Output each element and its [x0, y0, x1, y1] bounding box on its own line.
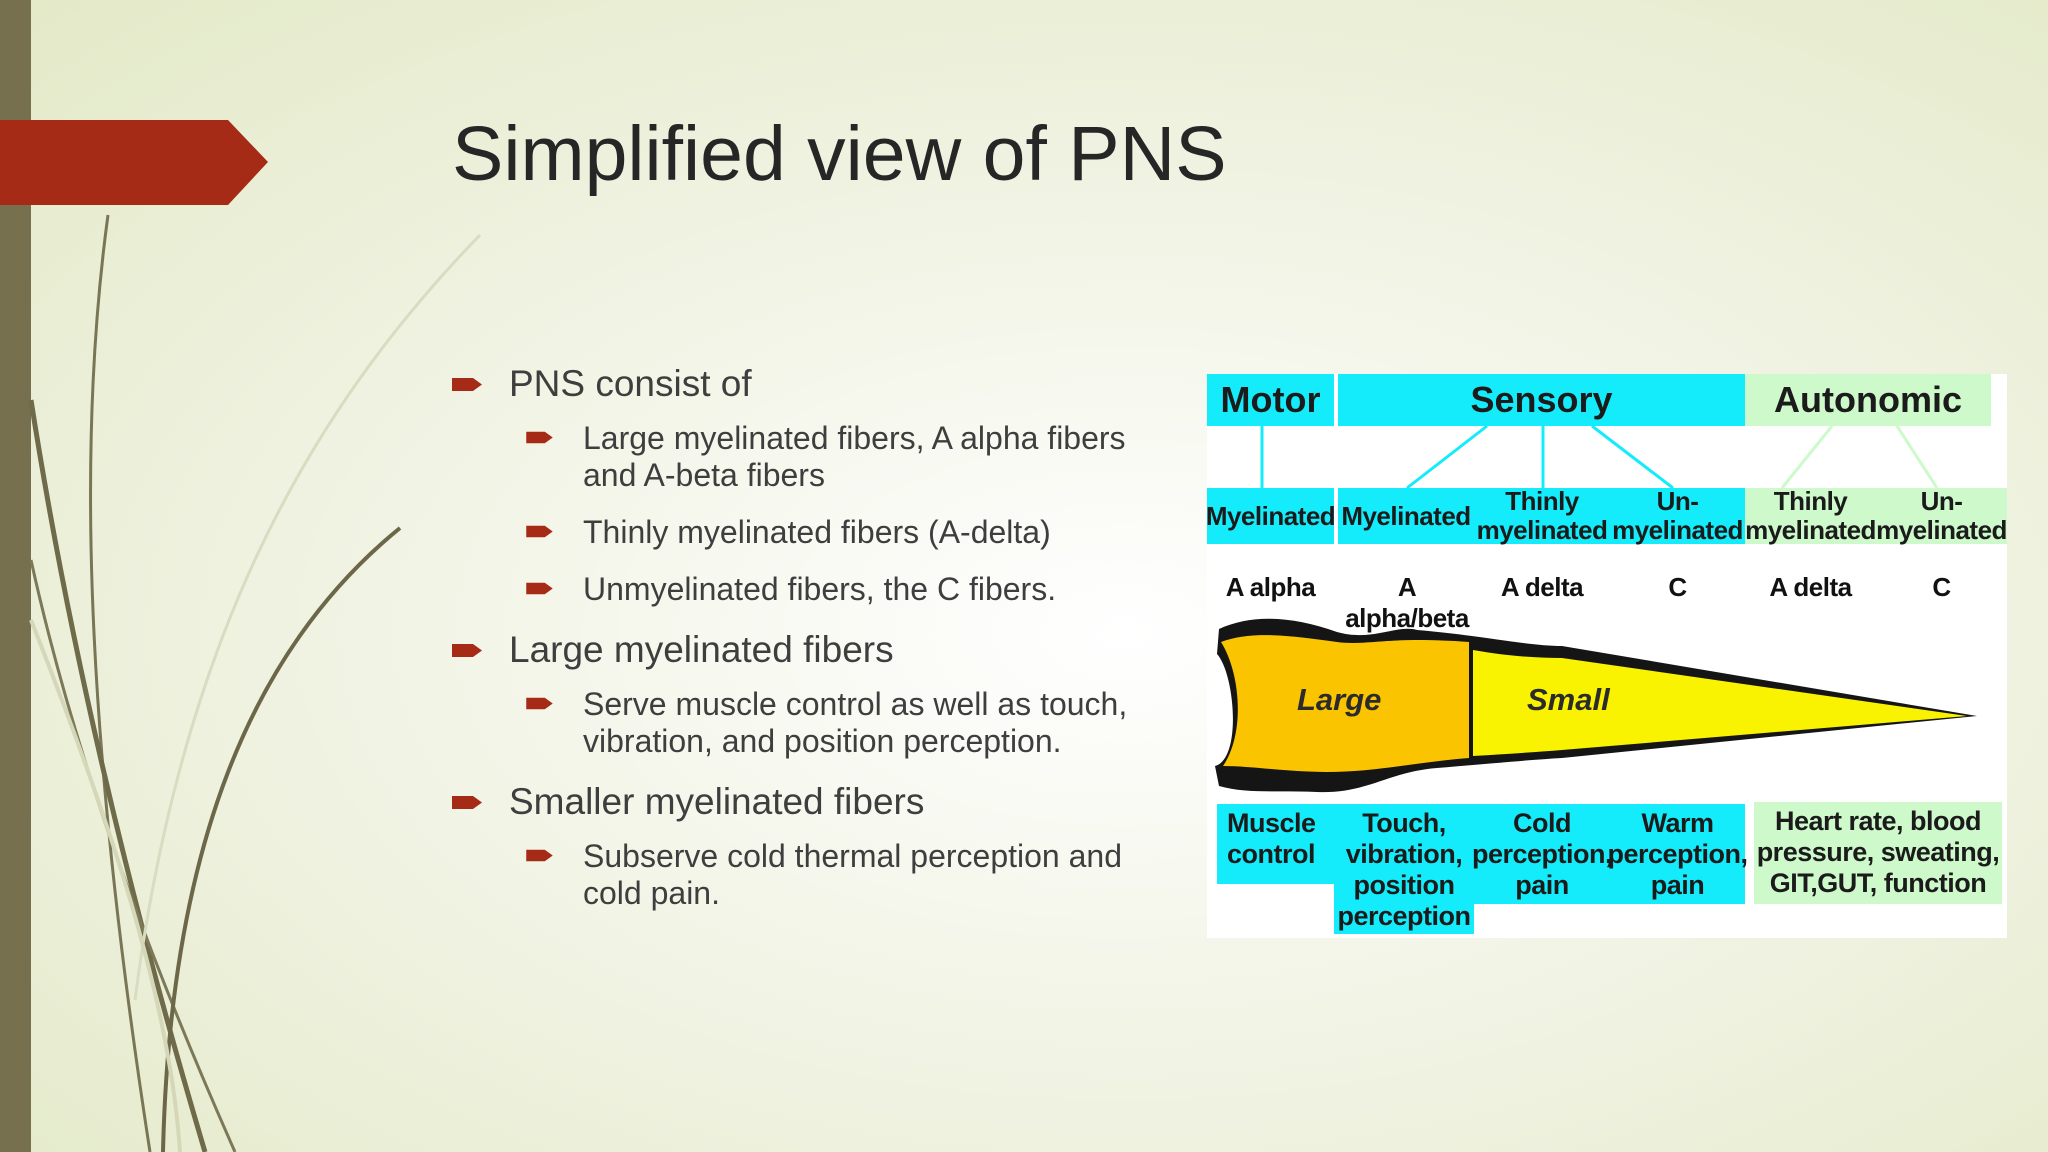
bullet-text: Subserve cold thermal perception and col…: [583, 838, 1122, 911]
bullet-text: PNS consist of: [509, 363, 752, 404]
large-fiber-segment: [1221, 635, 1469, 772]
header-sensory: Sensory: [1338, 374, 1745, 426]
fiber-type: A alpha: [1225, 572, 1316, 602]
bullet-item: Large myelinated fibers, A alpha fibers …: [526, 420, 1172, 494]
function-muscle-control: Muscle control: [1217, 804, 1334, 884]
subtype-sensory-myelinated: Myelinated: [1338, 488, 1474, 544]
arrow-bullet-icon: [526, 431, 553, 444]
nerve-label-small: Small: [1527, 682, 1610, 717]
arrow-bullet-icon: [526, 697, 553, 710]
bullet-item: Thinly myelinated fibers (A-delta): [526, 514, 1172, 551]
small-fiber-segment: [1473, 650, 1967, 756]
arrow-bullet-icon: [452, 796, 482, 809]
arrow-bullet-icon: [526, 849, 553, 862]
bullet-item: Serve muscle control as well as touch, v…: [526, 686, 1172, 760]
function-touch: Touch, vibration, position perception: [1334, 804, 1474, 934]
bullet-item: Large myelinated fibers: [452, 628, 1172, 672]
arrow-bullet-icon: [452, 644, 482, 657]
bullet-list: PNS consist of Large myelinated fibers, …: [452, 362, 1172, 932]
subtype-autonomic-unmyelinated: Un-myelinated: [1876, 486, 2007, 545]
decorative-curves: [28, 214, 482, 1152]
bullet-item: PNS consist of: [452, 362, 1172, 406]
header-autonomic: Autonomic: [1745, 374, 1991, 426]
fiber-type: C: [1932, 572, 1951, 602]
fiber-type: A delta: [1500, 572, 1584, 602]
nerve-label-large: Large: [1297, 682, 1382, 717]
header-motor: Motor: [1207, 374, 1334, 426]
bullet-text: Thinly myelinated fibers (A-delta): [583, 514, 1051, 550]
fiber-type: A alpha/beta: [1345, 572, 1469, 633]
bullet-item: Smaller myelinated fibers: [452, 780, 1172, 824]
bullet-text: Serve muscle control as well as touch, v…: [583, 686, 1128, 759]
connector-lines: [1215, 424, 1977, 793]
bullet-item: Unmyelinated fibers, the C fibers.: [526, 571, 1172, 608]
title-arrow-shape: [0, 120, 268, 205]
arrow-bullet-icon: [526, 582, 553, 595]
function-autonomic: Heart rate, blood pressure, sweating, GI…: [1754, 802, 2002, 904]
slide-title: Simplified view of PNS: [452, 111, 1227, 197]
fiber-type: A delta: [1769, 572, 1852, 602]
arrow-bullet-icon: [452, 378, 482, 391]
bullet-text: Unmyelinated fibers, the C fibers.: [583, 571, 1057, 607]
subtype-sensory-unmyelinated: Un-myelinated: [1610, 487, 1745, 545]
pns-fiber-diagram: Motor Sensory Autonomic Myelinated Myeli…: [1207, 374, 2007, 938]
arrow-bullet-icon: [526, 525, 553, 538]
bullet-text: Large myelinated fibers: [509, 629, 894, 670]
bullet-text: Smaller myelinated fibers: [509, 781, 925, 822]
function-warm: Warm perception, pain: [1607, 804, 1748, 904]
bullet-item: Subserve cold thermal perception and col…: [526, 838, 1172, 912]
subtype-sensory-thinly-myelinated: Thinly myelinated: [1474, 487, 1610, 545]
function-cold: Cold perception, pain: [1472, 804, 1613, 904]
fiber-type: C: [1668, 572, 1687, 602]
subtype-motor-myelinated: Myelinated: [1207, 488, 1336, 544]
subtype-autonomic-thinly-myelinated: Thinly myelinated: [1745, 486, 1876, 545]
bullet-text: Large myelinated fibers, A alpha fibers …: [583, 420, 1126, 493]
